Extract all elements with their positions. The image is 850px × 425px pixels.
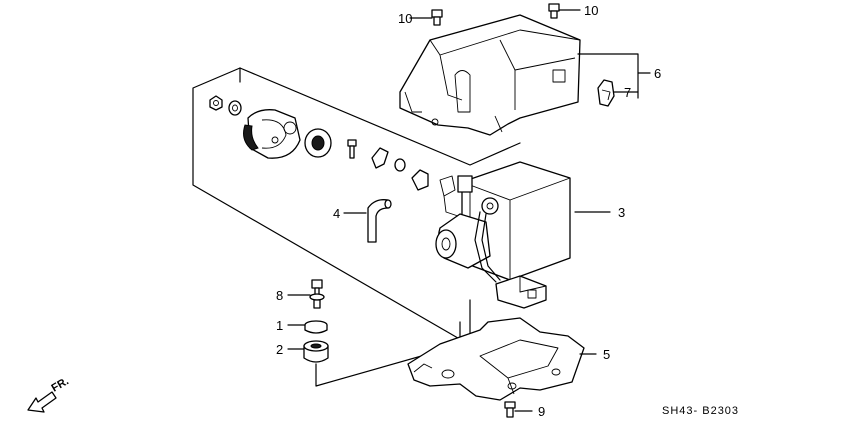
kit-internals xyxy=(209,95,429,191)
vacuum-hose xyxy=(367,199,392,243)
callout-3: 3 xyxy=(618,205,625,220)
collar-1 xyxy=(304,320,328,334)
kit-outline xyxy=(192,67,521,346)
callout-6: 6 xyxy=(654,66,661,81)
callout-8: 8 xyxy=(276,288,283,303)
clip-7 xyxy=(597,79,615,107)
callout-1: 1 xyxy=(276,318,283,333)
callout-2: 2 xyxy=(276,342,283,357)
bolt-10-left xyxy=(431,9,443,26)
mounting-bracket xyxy=(407,317,585,401)
actuator-cover xyxy=(399,14,581,136)
mount-leader xyxy=(315,321,461,387)
callout-10-right: 10 xyxy=(584,3,598,18)
diagram-code: SH43- B2303 xyxy=(662,405,739,417)
bolt-8 xyxy=(309,279,325,309)
callout-10-left: 10 xyxy=(398,11,412,26)
front-direction-arrow: FR. xyxy=(27,375,71,413)
direction-label: FR. xyxy=(50,375,71,394)
bolt-10-right xyxy=(548,3,560,19)
grommet-2 xyxy=(303,340,329,363)
callout-9: 9 xyxy=(538,404,545,419)
callout-5: 5 xyxy=(603,347,610,362)
callout-4: 4 xyxy=(333,206,340,221)
bolt-9 xyxy=(504,401,516,418)
leader-lines xyxy=(287,9,651,412)
cruise-actuator xyxy=(435,161,571,309)
callout-7: 7 xyxy=(624,85,631,100)
